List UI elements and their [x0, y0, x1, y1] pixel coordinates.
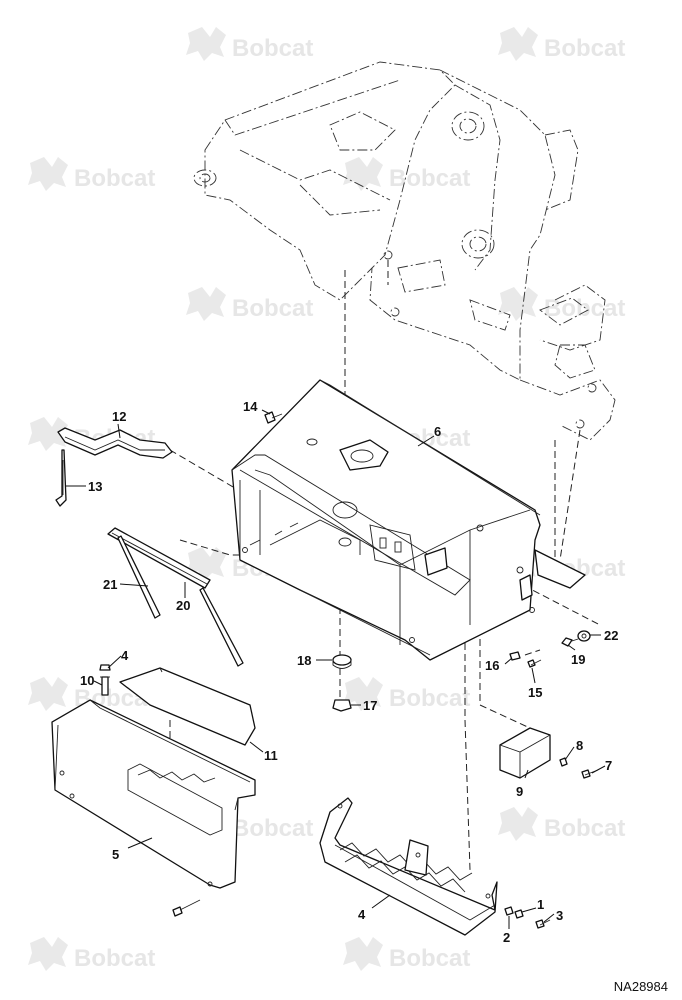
callout-4-top: 4 [121, 648, 129, 663]
callout-18: 19 [571, 652, 585, 667]
washer-2 [504, 906, 514, 916]
svg-text:Bobcat: Bobcat [232, 815, 313, 842]
callout-20: 6 [434, 424, 441, 439]
bolt-16 [527, 659, 536, 668]
svg-text:Bobcat: Bobcat [232, 35, 313, 62]
battery-pad [119, 667, 256, 746]
support-bracket [57, 427, 173, 459]
machine-frame-phantom [193, 61, 616, 441]
bolt-cover [172, 906, 183, 917]
callout-19: 22 [604, 628, 618, 643]
svg-text:Bobcat: Bobcat [544, 295, 625, 322]
watermark: Bobcat [186, 287, 313, 322]
hold-down-rod [55, 449, 67, 507]
callout-11: 17 [363, 698, 377, 713]
watermark: Bobcat [343, 937, 470, 972]
callout-2: 2 [503, 930, 510, 945]
callout-1: 1 [537, 897, 544, 912]
watermark: Bobcat [498, 27, 625, 62]
battery-cover [51, 699, 256, 889]
callout-16: 15 [528, 685, 542, 700]
callout-7: 11 [264, 748, 278, 763]
bolt-18 [561, 637, 573, 647]
svg-text:Bobcat: Bobcat [544, 35, 625, 62]
bolt-3 [535, 919, 545, 929]
bolt-13 [581, 769, 591, 779]
watermark: Bobcat [498, 807, 625, 842]
bolt-10 [264, 411, 276, 424]
washer-19 [577, 630, 591, 642]
bolt-6 [101, 676, 109, 696]
callout-8: 12 [112, 409, 126, 424]
callout-9: 13 [88, 479, 102, 494]
callout-4-step: 4 [358, 907, 366, 922]
hold-down-rods [117, 535, 244, 667]
hold-down-strap [107, 527, 211, 589]
svg-text:Bobcat: Bobcat [74, 945, 155, 972]
battery-box [231, 379, 586, 661]
callout-22: 21 [103, 577, 117, 592]
callout-3: 3 [556, 908, 563, 923]
callout-17: 16 [485, 658, 499, 673]
leader-lines [66, 409, 606, 929]
watermark: Bobcat [343, 677, 470, 712]
svg-text:Bobcat: Bobcat [389, 685, 470, 712]
rubber-block [499, 727, 551, 779]
drawing-number: NA28984 [613, 979, 668, 994]
nut-4 [99, 664, 111, 671]
watermark: Bobcat [186, 27, 313, 62]
callout-10: 14 [243, 399, 258, 414]
watermark: Bobcat [28, 937, 155, 972]
callout-21: 20 [176, 598, 190, 613]
grommet-12 [332, 654, 352, 666]
svg-text:Bobcat: Bobcat [74, 165, 155, 192]
watermark: Bobcat [498, 287, 625, 322]
callout-12: 18 [297, 653, 311, 668]
svg-text:Bobcat: Bobcat [232, 295, 313, 322]
callout-labels: 12 13 14 6 21 20 18 17 22 19 16 15 11 4 … [80, 399, 618, 945]
watermark: Bobcat [28, 157, 155, 192]
callout-6: 10 [80, 673, 94, 688]
nut-11 [332, 699, 352, 712]
callout-15: 9 [516, 784, 523, 799]
svg-text:Bobcat: Bobcat [544, 815, 625, 842]
step [319, 797, 498, 936]
svg-text:Bobcat: Bobcat [389, 945, 470, 972]
callout-5: 5 [112, 847, 119, 862]
hardware [99, 411, 599, 929]
callout-13: 7 [605, 758, 612, 773]
watermark: Bobcat [343, 157, 470, 192]
svg-text:Bobcat: Bobcat [389, 165, 470, 192]
nut-1 [514, 909, 524, 919]
callout-14: 8 [576, 738, 583, 753]
